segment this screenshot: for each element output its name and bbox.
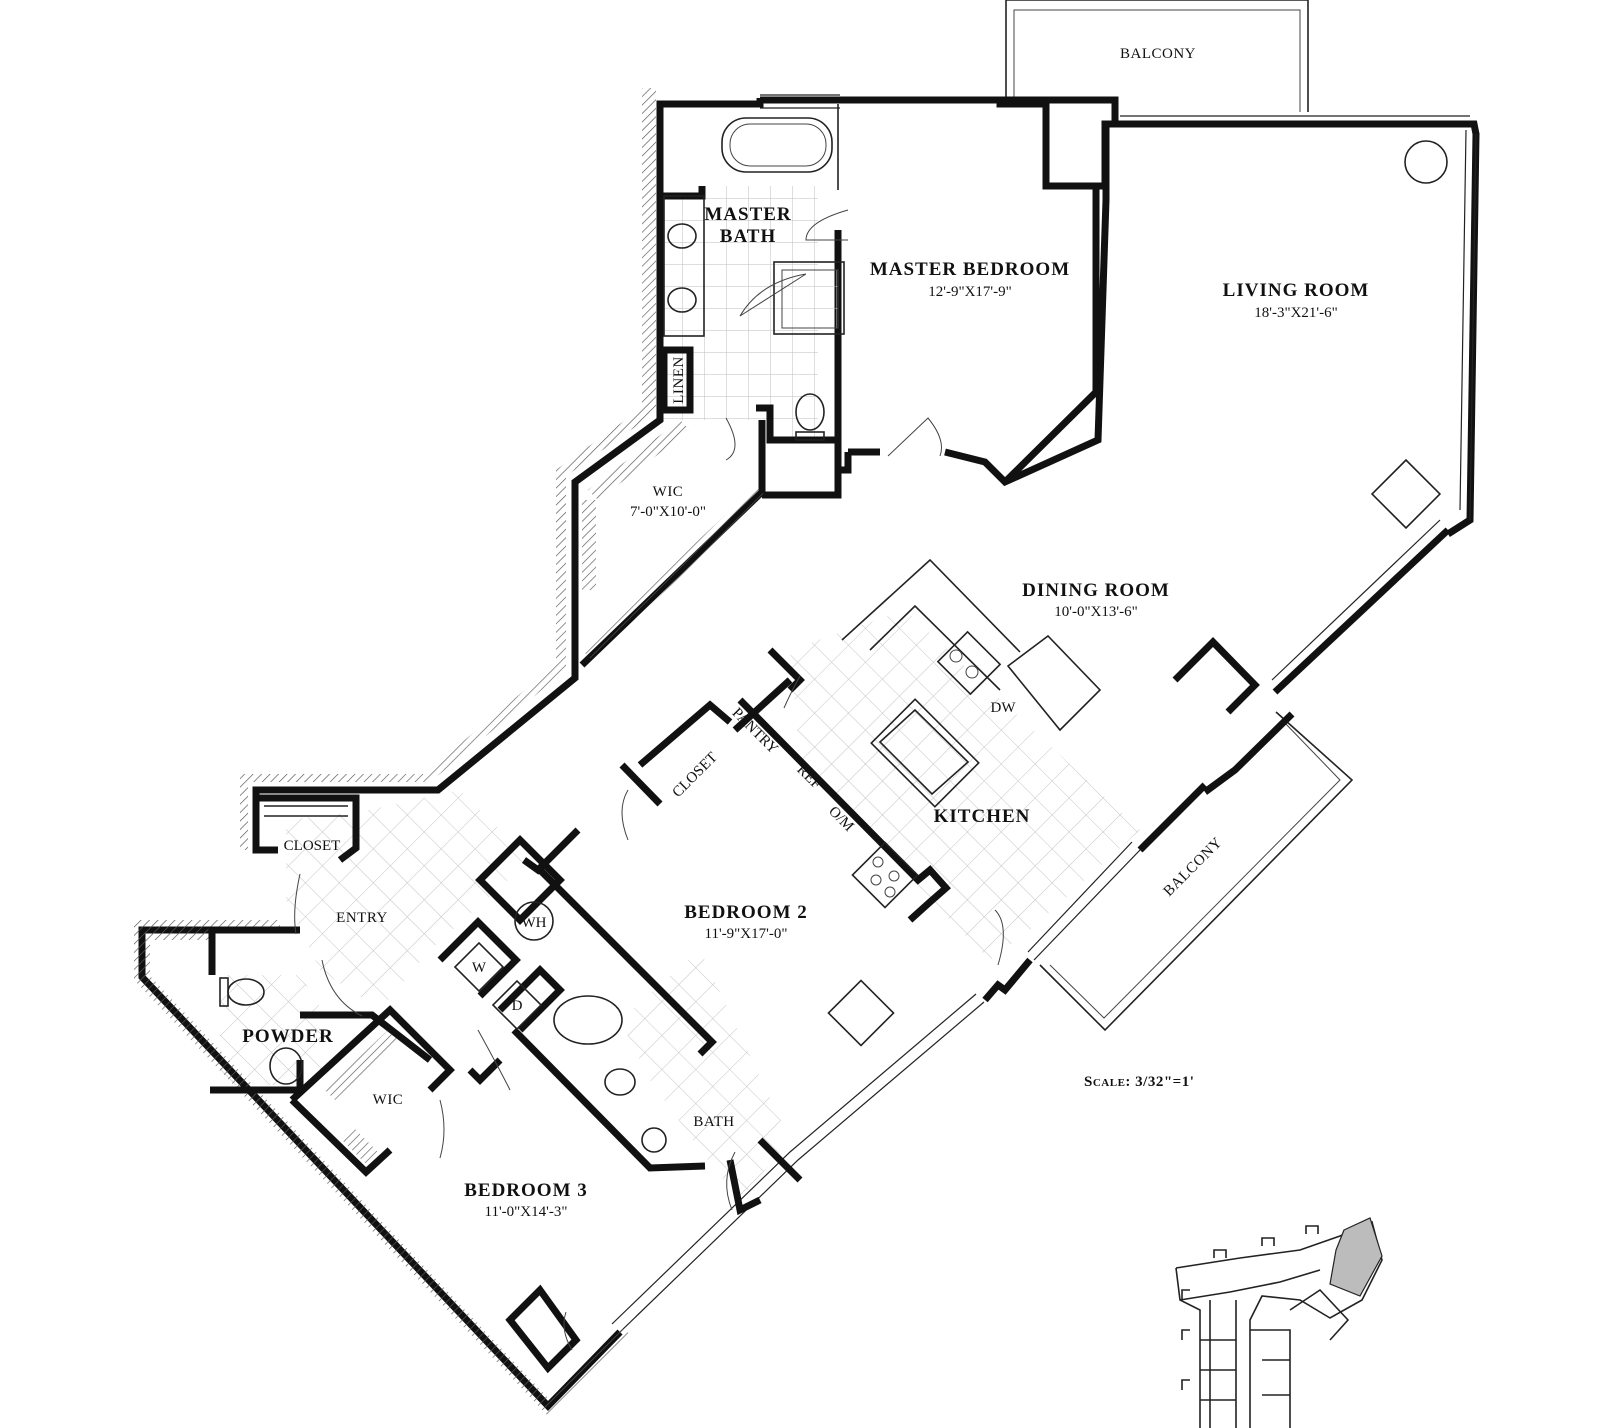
exterior-walls [134, 88, 1480, 1416]
master-bedroom-dim: 12'-9"X17'-9" [928, 284, 1011, 300]
bedroom2-label: BEDROOM 2 [684, 902, 808, 923]
wic-master-dim: 7'-0"X10'-0" [630, 504, 706, 520]
bedroom3-label: BEDROOM 3 [464, 1180, 588, 1201]
dryer-label: D [512, 998, 523, 1014]
wic-bed3-label: WIC [373, 1092, 404, 1108]
balcony-top-label: BALCONY [1120, 46, 1196, 62]
balcony-side-label: BALCONY [1161, 835, 1226, 900]
shelving-wic-bed3 [325, 1030, 398, 1166]
dw-label: DW [991, 700, 1017, 716]
powder-fixtures [219, 977, 303, 1085]
closet-kitchen-label: CLOSET [669, 749, 720, 800]
scale-note: Scale: 3/32"=1' [1084, 1074, 1194, 1090]
closet-entry-label: CLOSET [284, 838, 341, 854]
balcony-side [1039, 711, 1354, 1032]
kitchen-sink [936, 630, 1002, 696]
linen-label: LINEN [671, 356, 687, 404]
bedroom2-column [827, 979, 895, 1047]
wh-label: WH [522, 915, 547, 931]
kitchen-label: KITCHEN [934, 806, 1031, 827]
water-heater [514, 901, 554, 941]
island [870, 698, 980, 808]
linen-closet [660, 346, 694, 414]
bath-label: BATH [693, 1114, 734, 1130]
tile-flooring [220, 186, 1140, 1200]
master-bath-label-2: BATH [720, 226, 776, 247]
bathtub-master [721, 117, 833, 173]
bath2-fixtures [553, 995, 667, 1153]
washer-dryer [453, 941, 543, 1031]
powder-label: POWDER [242, 1026, 334, 1047]
living-room-dim: 18'-3"X21'-6" [1254, 305, 1337, 321]
toilet-master [795, 393, 825, 441]
balcony-top [1005, 0, 1309, 112]
bedroom2-dim: 11'-9"X17'-0" [705, 926, 788, 942]
sinks-master-bath [663, 195, 705, 337]
entry-label: ENTRY [336, 910, 388, 926]
shelving-wic-master [582, 420, 766, 660]
living-columns [1370, 140, 1448, 530]
wic-master-label: WIC [653, 484, 684, 500]
master-bath-label-1: MASTER [704, 204, 791, 225]
cooktop [851, 841, 919, 909]
master-bedroom-label: MASTER BEDROOM [870, 259, 1070, 280]
key-plan-unit-highlight [1329, 1217, 1383, 1297]
dining-room-dim: 10'-0"X13'-6" [1054, 604, 1137, 620]
shower-master [773, 261, 845, 335]
bedroom3-dim: 11'-0"X14'-3" [485, 1204, 568, 1220]
living-room-label: LIVING ROOM [1223, 280, 1370, 301]
dining-room-label: DINING ROOM [1022, 580, 1170, 601]
door-swings [294, 209, 1004, 1351]
key-plan [1175, 1217, 1383, 1428]
washer-label: W [472, 960, 487, 976]
